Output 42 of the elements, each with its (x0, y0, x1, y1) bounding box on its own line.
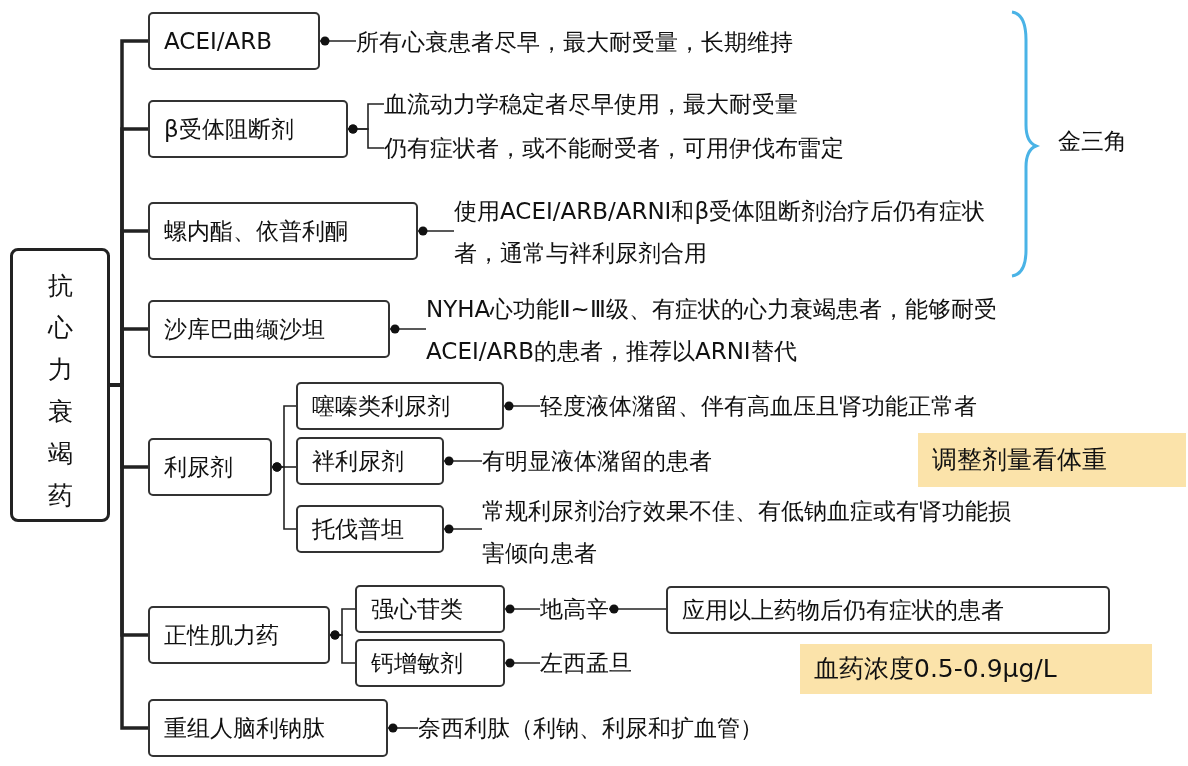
connector-line (443, 524, 483, 534)
note-text: 地高辛 (540, 589, 609, 629)
connector-line (443, 456, 483, 466)
drug-box: 托伐普坦 (296, 505, 444, 553)
drug-box: 袢利尿剂 (296, 437, 444, 485)
drug-box: 强心苷类 (355, 585, 505, 633)
note-text: 有明显液体潴留的患者 (482, 441, 712, 481)
connector-line (271, 462, 297, 530)
drug-box: 利尿剂 (148, 438, 272, 496)
connector-line (504, 604, 541, 614)
connector-line (319, 36, 357, 46)
highlight-box: 血药浓度0.5-0.9μg/L (800, 644, 1152, 694)
connector-line (389, 324, 427, 334)
note-text: 奈西利肽（利钠、利尿和扩血管） (418, 708, 763, 748)
drug-box: 应用以上药物后仍有症状的患者 (666, 586, 1110, 634)
connector-line (417, 226, 455, 236)
drug-box: 重组人脑利钠肽 (148, 699, 388, 757)
drug-box: 正性肌力药 (148, 606, 330, 664)
note-text: 轻度液体潴留、伴有高血压且肾功能正常者 (540, 386, 977, 426)
connector-line (329, 630, 356, 664)
note-text: 血流动力学稳定者尽早使用，最大耐受量 (384, 84, 798, 124)
note-text: 所有心衰患者尽早，最大耐受量，长期维持 (356, 22, 793, 62)
note-text: 左西孟旦 (540, 643, 632, 683)
drug-box: ACEI/ARB (148, 12, 320, 70)
highlight-box: 调整剂量看体重 (918, 433, 1186, 487)
drug-box: 钙增敏剂 (355, 639, 505, 687)
drug-box: 沙库巴曲缬沙坦 (148, 300, 390, 358)
connector-line (503, 401, 541, 411)
drug-box: 噻嗪类利尿剂 (296, 382, 504, 430)
drug-box: 螺内酯、依普利酮 (148, 202, 418, 260)
connector-line (387, 723, 419, 733)
connector-line (608, 604, 667, 614)
connector-line (110, 383, 148, 730)
note-text: 仍有症状者，或不能耐受者，可用伊伐布雷定 (384, 128, 844, 168)
note-text: 使用ACEI/ARB/ARNI和β受体阻断剂治疗后仍有症状者，通常与袢利尿剂合用 (454, 190, 999, 274)
connector-line (504, 658, 541, 668)
note-text: NYHA心功能Ⅱ~Ⅲ级、有症状的心力衰竭患者，能够耐受ACEI/ARB的患者，推荐以ARNI替代 (426, 288, 1066, 372)
note-text: 常规利尿剂治疗效果不佳、有低钠血症或有肾功能损害倾向患者 (482, 490, 1027, 574)
connector-line (347, 124, 385, 149)
drug-box: β受体阻断剂 (148, 100, 348, 158)
group-label: 金三角 (1058, 127, 1127, 156)
root-box: 抗心力衰竭药 (10, 248, 110, 522)
